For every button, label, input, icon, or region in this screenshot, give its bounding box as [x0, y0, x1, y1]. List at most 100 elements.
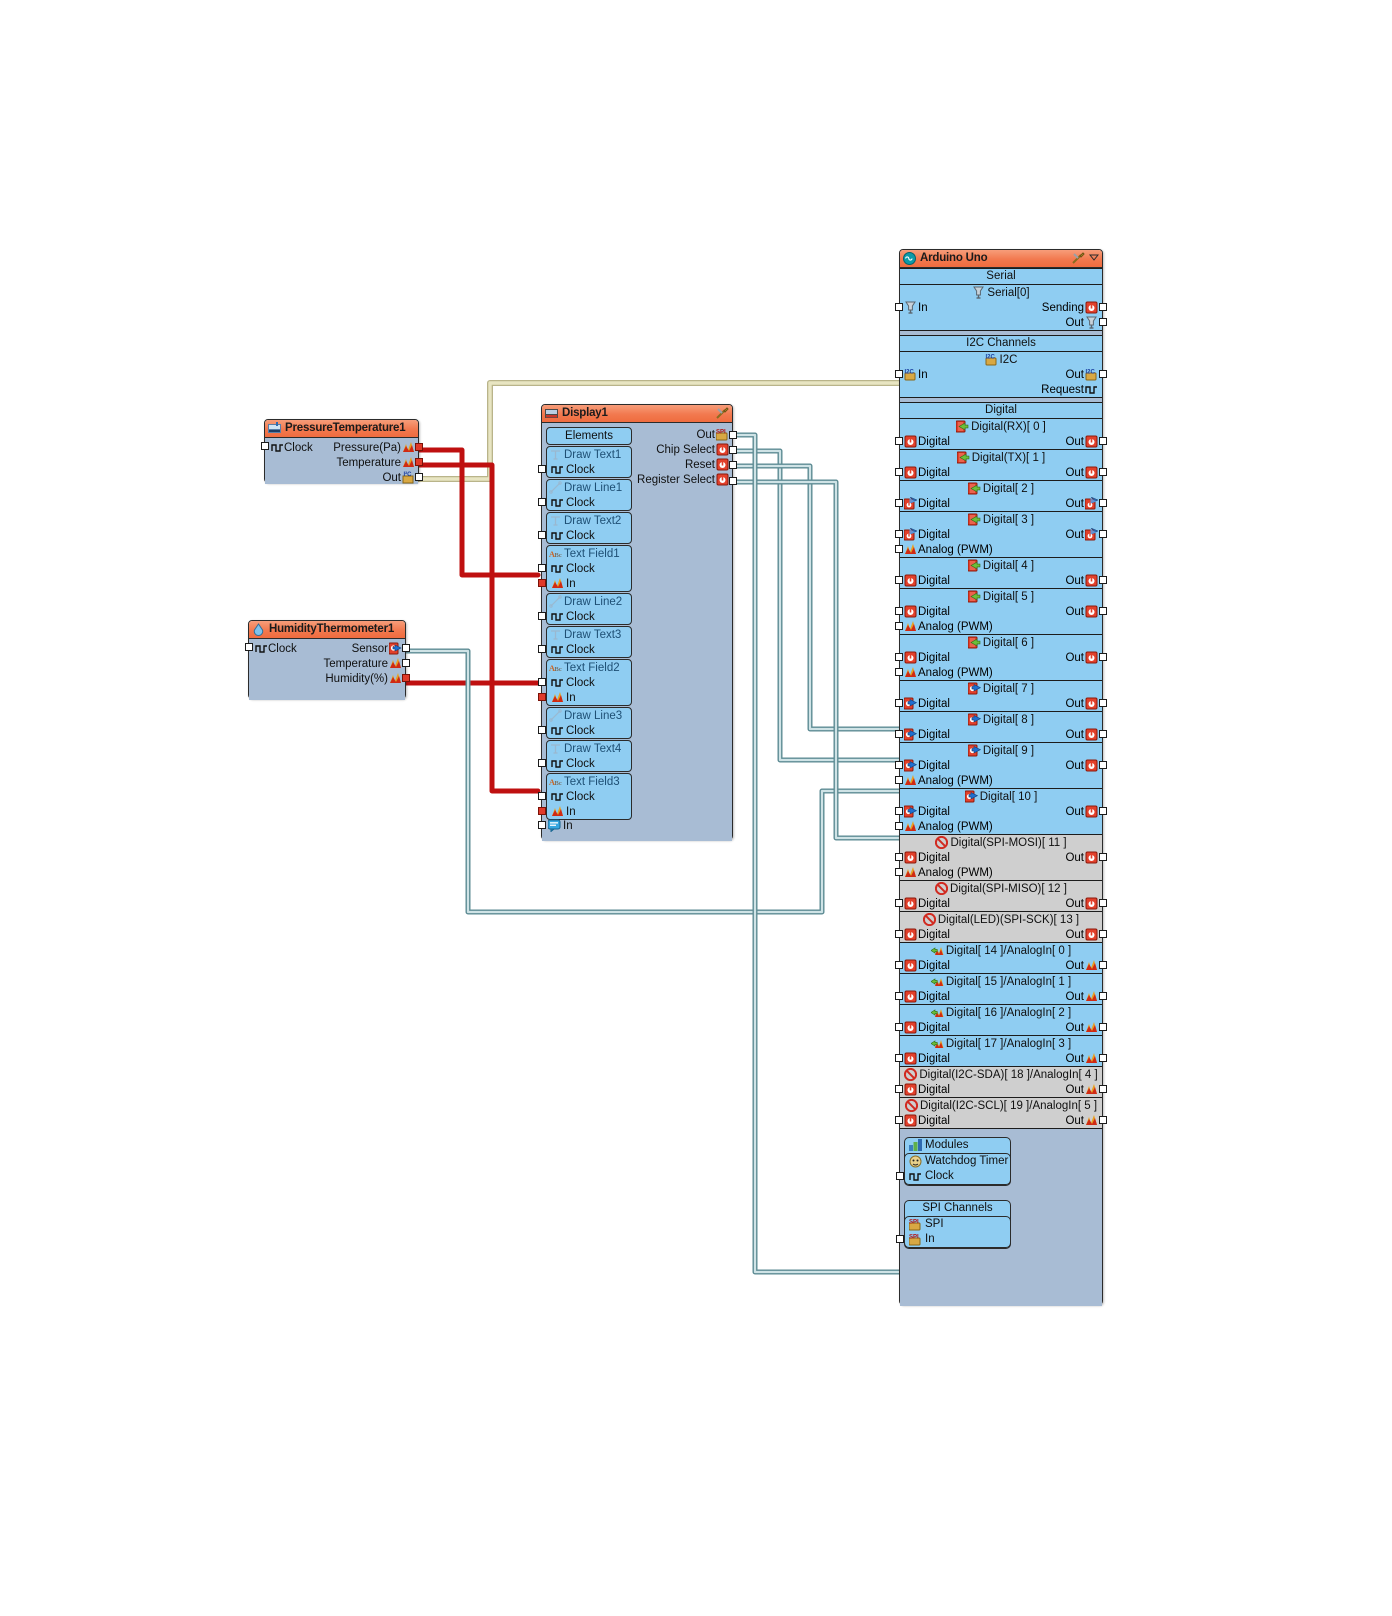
port-in-digital[interactable] [895, 1054, 903, 1062]
arduino-pin-group[interactable]: Digital(I2C-SDA)[ 18 ]/AnalogIn[ 4 ]Digi… [895, 1067, 1107, 1098]
port-pressure-out[interactable] [415, 443, 423, 451]
node-title-bar[interactable]: Display1 [542, 405, 732, 423]
port-clock-in[interactable] [261, 442, 269, 450]
port-clock[interactable] [538, 564, 546, 572]
port-in-digital[interactable] [895, 1116, 903, 1124]
node-title-bar[interactable]: Arduino Uno [900, 250, 1102, 268]
port-in-analog-pwm-[interactable] [895, 668, 903, 676]
port-out-out[interactable] [1099, 1054, 1107, 1062]
port-humidity-out[interactable] [402, 674, 410, 682]
port-temperature-out[interactable] [402, 659, 410, 667]
port-clock[interactable] [538, 645, 546, 653]
node-title-bar[interactable]: HumidityThermometer1 [249, 621, 405, 639]
port-in-analog-pwm-[interactable] [895, 776, 903, 784]
node-title-bar[interactable]: PressureTemperature1 [265, 420, 418, 438]
port-out-out[interactable] [1099, 437, 1107, 445]
port-reset-out[interactable] [729, 461, 737, 469]
port-in-in[interactable] [895, 370, 903, 378]
port-spi-in[interactable] [896, 1235, 904, 1243]
chevron-down-icon[interactable] [1089, 252, 1099, 265]
port-register-select-out[interactable] [729, 477, 737, 485]
port-i2c-out[interactable] [415, 473, 423, 481]
port-out-out[interactable] [1099, 499, 1107, 507]
port-in-digital[interactable] [895, 699, 903, 707]
node-pressure-temperature[interactable]: PressureTemperature1 Clock Pressure(Pa) … [261, 419, 423, 484]
port-out-out[interactable] [1099, 607, 1107, 615]
port-out-out[interactable] [1099, 1023, 1107, 1031]
port-in-digital[interactable] [895, 530, 903, 538]
port-in-digital[interactable] [895, 576, 903, 584]
port-clock[interactable] [538, 726, 546, 734]
port-in-digital[interactable] [895, 961, 903, 969]
port-clock[interactable] [538, 498, 546, 506]
port-in[interactable] [538, 579, 546, 587]
port-clock-in[interactable] [245, 643, 253, 651]
port-in-digital[interactable] [895, 853, 903, 861]
port-in-digital[interactable] [895, 653, 903, 661]
port-out-out[interactable] [1099, 370, 1107, 378]
port-in-in[interactable] [895, 303, 903, 311]
port-in-analog-pwm-[interactable] [895, 545, 903, 553]
port-in-digital[interactable] [895, 992, 903, 1000]
port-in-digital[interactable] [895, 468, 903, 476]
port-clock[interactable] [538, 465, 546, 473]
port-out-out[interactable] [1099, 1116, 1107, 1124]
port-spi-out[interactable] [729, 431, 737, 439]
port-in-digital[interactable] [895, 607, 903, 615]
port-out-sending[interactable] [1099, 303, 1107, 311]
port-temperature-out[interactable] [415, 458, 423, 466]
port-out-out[interactable] [1099, 961, 1107, 969]
port-in-digital[interactable] [895, 1023, 903, 1031]
port-clock[interactable] [538, 678, 546, 686]
port-in[interactable] [538, 807, 546, 815]
port-display-in[interactable] [538, 821, 546, 829]
port-in-digital[interactable] [895, 1085, 903, 1093]
port-out-out[interactable] [1099, 318, 1107, 326]
port-out-out[interactable] [1099, 730, 1107, 738]
wrench-screwdriver-icon[interactable] [716, 407, 729, 420]
port-in-analog-pwm-[interactable] [895, 868, 903, 876]
port-in-digital[interactable] [895, 761, 903, 769]
port-out-out[interactable] [1099, 468, 1107, 476]
spi-channels-box[interactable]: SPI Channels SPI SPI SPI In [896, 1200, 1011, 1249]
port-in-digital[interactable] [895, 499, 903, 507]
node-humidity-thermometer[interactable]: HumidityThermometer1 Clock Sensor Temper… [245, 620, 410, 700]
modules-box[interactable]: Modules Watchdog Timer Clock [896, 1137, 1011, 1186]
port-out-out[interactable] [1099, 653, 1107, 661]
port-in-digital[interactable] [895, 807, 903, 815]
port-out-out[interactable] [1099, 807, 1107, 815]
port-chip-select-out[interactable] [729, 446, 737, 454]
port-in-analog-pwm-[interactable] [895, 622, 903, 630]
port-out-out[interactable] [1099, 1085, 1107, 1093]
arduino-pin-group[interactable]: Digital(I2C-SCL)[ 19 ]/AnalogIn[ 5 ]Digi… [895, 1098, 1107, 1129]
